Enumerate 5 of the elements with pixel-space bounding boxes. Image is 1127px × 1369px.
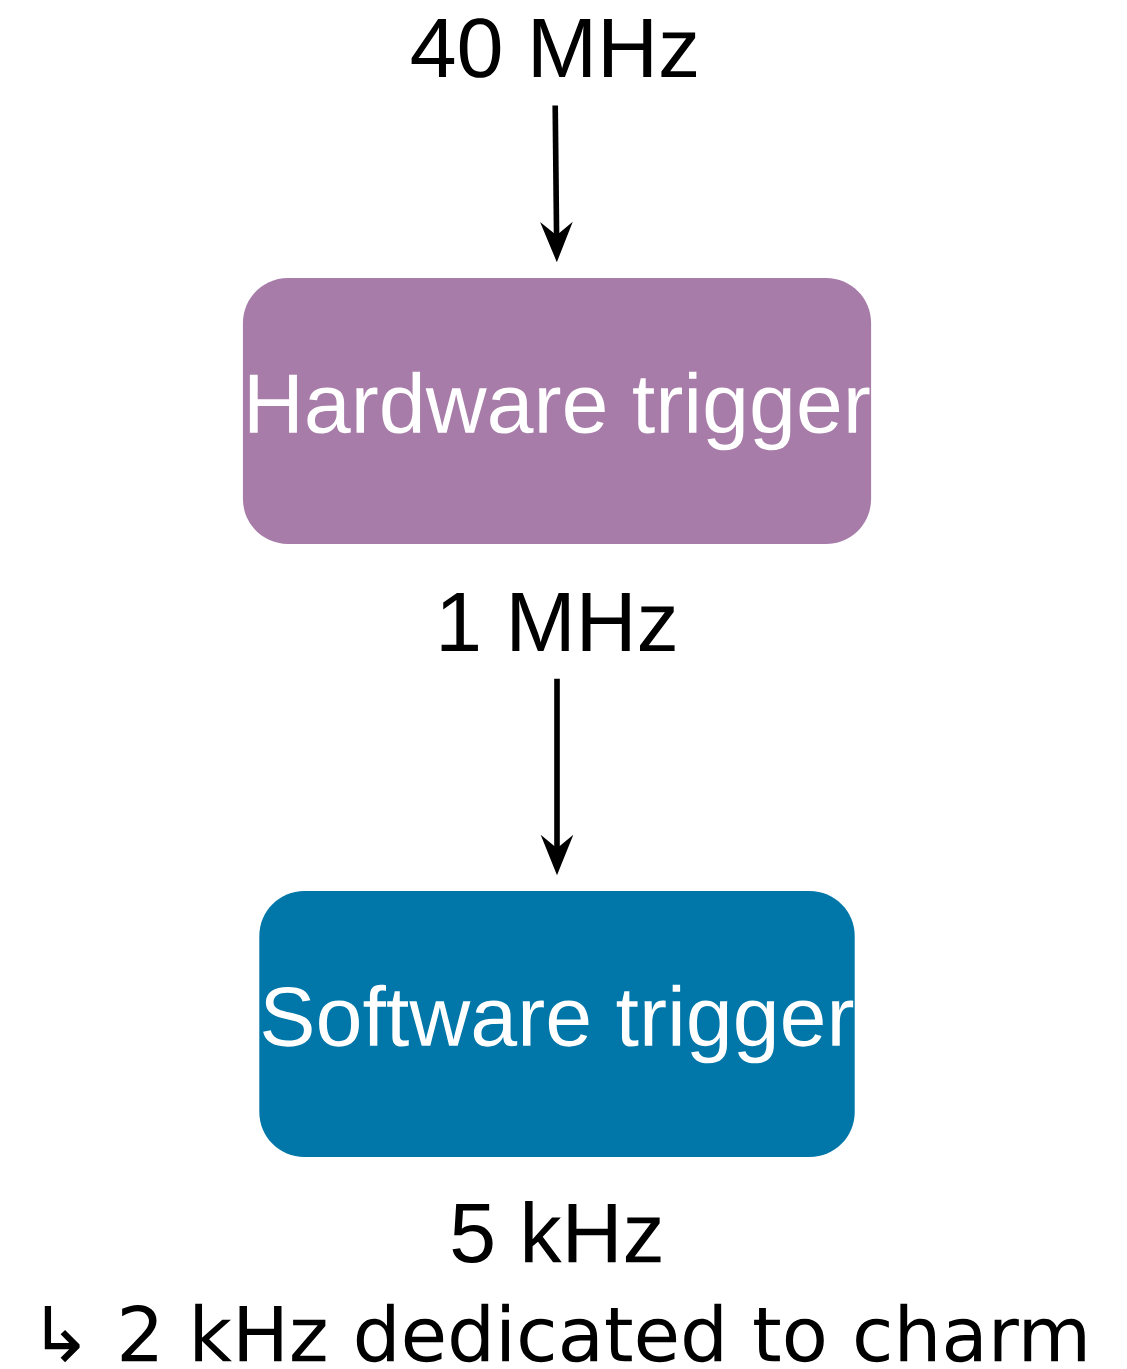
rate-label: 1 MHz (441, 592, 675, 651)
process-box: Software trigger (259, 891, 855, 1157)
process-box: Hardware trigger (242, 278, 872, 544)
note-text: ↳ 2 kHz dedicated to charm (44, 1303, 1085, 1363)
rate-label: 40 MHz (411, 18, 696, 78)
